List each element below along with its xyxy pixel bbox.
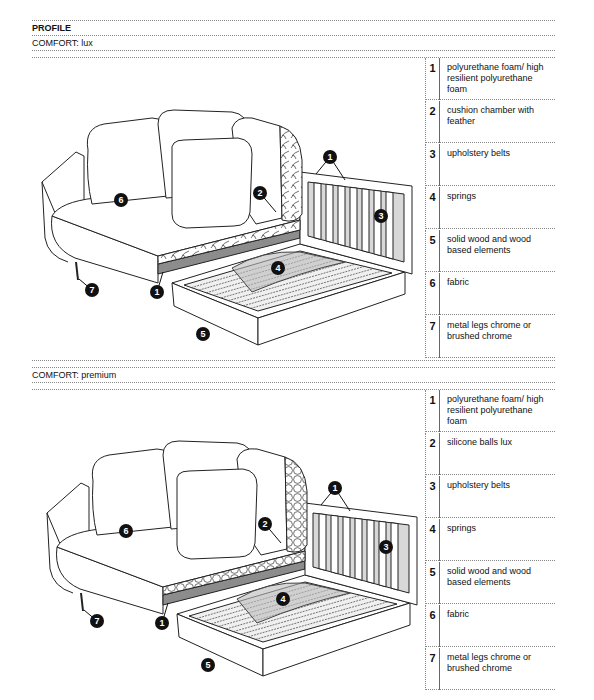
callout-circle: 7 bbox=[85, 283, 99, 297]
callout-circle: 6 bbox=[114, 193, 128, 207]
key-text: solid wood and wood based elements bbox=[447, 234, 553, 256]
key-text: metal legs chrome or brushed chrome bbox=[447, 320, 553, 342]
key-number: 6 bbox=[425, 273, 440, 315]
callout-circle: 4 bbox=[271, 261, 285, 275]
key-row: 2 cushion chamber with feather bbox=[425, 101, 555, 143]
key-row: 7 metal legs chrome or brushed chrome bbox=[425, 316, 555, 358]
callout-number: 1 bbox=[332, 483, 337, 493]
key-text: fabric bbox=[447, 609, 553, 620]
sofa-lux bbox=[42, 110, 412, 345]
page-title: PROFILE bbox=[32, 23, 71, 33]
key-text: metal legs chrome or brushed chrome bbox=[447, 652, 553, 674]
callout-circle: 1 bbox=[323, 150, 337, 164]
callout-number: 6 bbox=[118, 195, 123, 205]
key-text: upholstery belts bbox=[447, 480, 553, 491]
callout-number: 5 bbox=[205, 660, 210, 670]
key-text: upholstery belts bbox=[447, 148, 553, 159]
callout-circle: 4 bbox=[276, 592, 290, 606]
key-row: 5 solid wood and wood based elements bbox=[425, 562, 555, 604]
callout-number: 5 bbox=[200, 329, 205, 339]
key-row: 3 upholstery belts bbox=[425, 144, 555, 186]
callout-number: 3 bbox=[378, 211, 383, 221]
key-number: 5 bbox=[425, 230, 440, 272]
key-number: 7 bbox=[425, 316, 440, 358]
callout-number: 6 bbox=[123, 526, 128, 536]
key-text: polyurethane foam/ high resilient polyur… bbox=[447, 62, 553, 95]
key-row: 6 fabric bbox=[425, 605, 555, 647]
callout-number: 4 bbox=[280, 594, 285, 604]
callout-number: 1 bbox=[159, 618, 164, 628]
callout-circle: 1 bbox=[155, 616, 169, 630]
callout-circle: 3 bbox=[374, 209, 388, 223]
callout-circle: 5 bbox=[201, 658, 215, 672]
key-row: 1polyurethane foam/ high resilient polyu… bbox=[425, 390, 555, 432]
key-text: springs bbox=[447, 523, 553, 534]
key-row: 2 silicone balls lux bbox=[425, 433, 555, 475]
key-text: solid wood and wood based elements bbox=[447, 566, 553, 588]
key-row: 6 fabric bbox=[425, 273, 555, 315]
sofa-premium bbox=[47, 441, 417, 676]
callout-circle: 2 bbox=[253, 186, 267, 200]
key-row: 3 upholstery belts bbox=[425, 476, 555, 518]
callout-number: 4 bbox=[275, 263, 280, 273]
callout-number: 7 bbox=[89, 285, 94, 295]
key-number: 6 bbox=[425, 605, 440, 647]
callout-number: 2 bbox=[257, 188, 262, 198]
key-text: fabric bbox=[447, 277, 553, 288]
key-text: cushion chamber with feather bbox=[447, 105, 553, 127]
callout-circle: 5 bbox=[196, 327, 210, 341]
key-number: 4 bbox=[425, 187, 440, 229]
callout-circle: 1 bbox=[150, 285, 164, 299]
key-text: silicone balls lux bbox=[447, 437, 553, 448]
key-number: 1 bbox=[425, 390, 440, 432]
key-row: 5 solid wood and wood based elements bbox=[425, 230, 555, 272]
key-row: 4 springs bbox=[425, 519, 555, 561]
key-text: polyurethane foam/ high resilient polyur… bbox=[447, 394, 553, 427]
key-number: 2 bbox=[425, 433, 440, 475]
key-row: 1polyurethane foam/ high resilient polyu… bbox=[425, 58, 555, 100]
key-number: 4 bbox=[425, 519, 440, 561]
callout-number: 2 bbox=[262, 519, 267, 529]
dotted-rules bbox=[32, 21, 555, 390]
callout-circle: 3 bbox=[379, 540, 393, 554]
key-text: springs bbox=[447, 191, 553, 202]
callout-number: 1 bbox=[327, 152, 332, 162]
callout-number: 1 bbox=[154, 287, 159, 297]
callout-number: 7 bbox=[94, 616, 99, 626]
key-number: 3 bbox=[425, 476, 440, 518]
key-number: 2 bbox=[425, 101, 440, 143]
key-number: 1 bbox=[425, 58, 440, 100]
section-heading: COMFORT: lux bbox=[32, 38, 93, 48]
callout-circle: 7 bbox=[90, 614, 104, 628]
section-heading: COMFORT: premium bbox=[32, 370, 116, 380]
key-row: 7 metal legs chrome or brushed chrome bbox=[425, 648, 555, 690]
callout-circle: 1 bbox=[328, 481, 342, 495]
callout-circle: 6 bbox=[119, 524, 133, 538]
key-number: 3 bbox=[425, 144, 440, 186]
callout-circle: 2 bbox=[258, 517, 272, 531]
key-number: 7 bbox=[425, 648, 440, 690]
callout-number: 3 bbox=[383, 542, 388, 552]
key-number: 5 bbox=[425, 562, 440, 604]
key-row: 4 springs bbox=[425, 187, 555, 229]
